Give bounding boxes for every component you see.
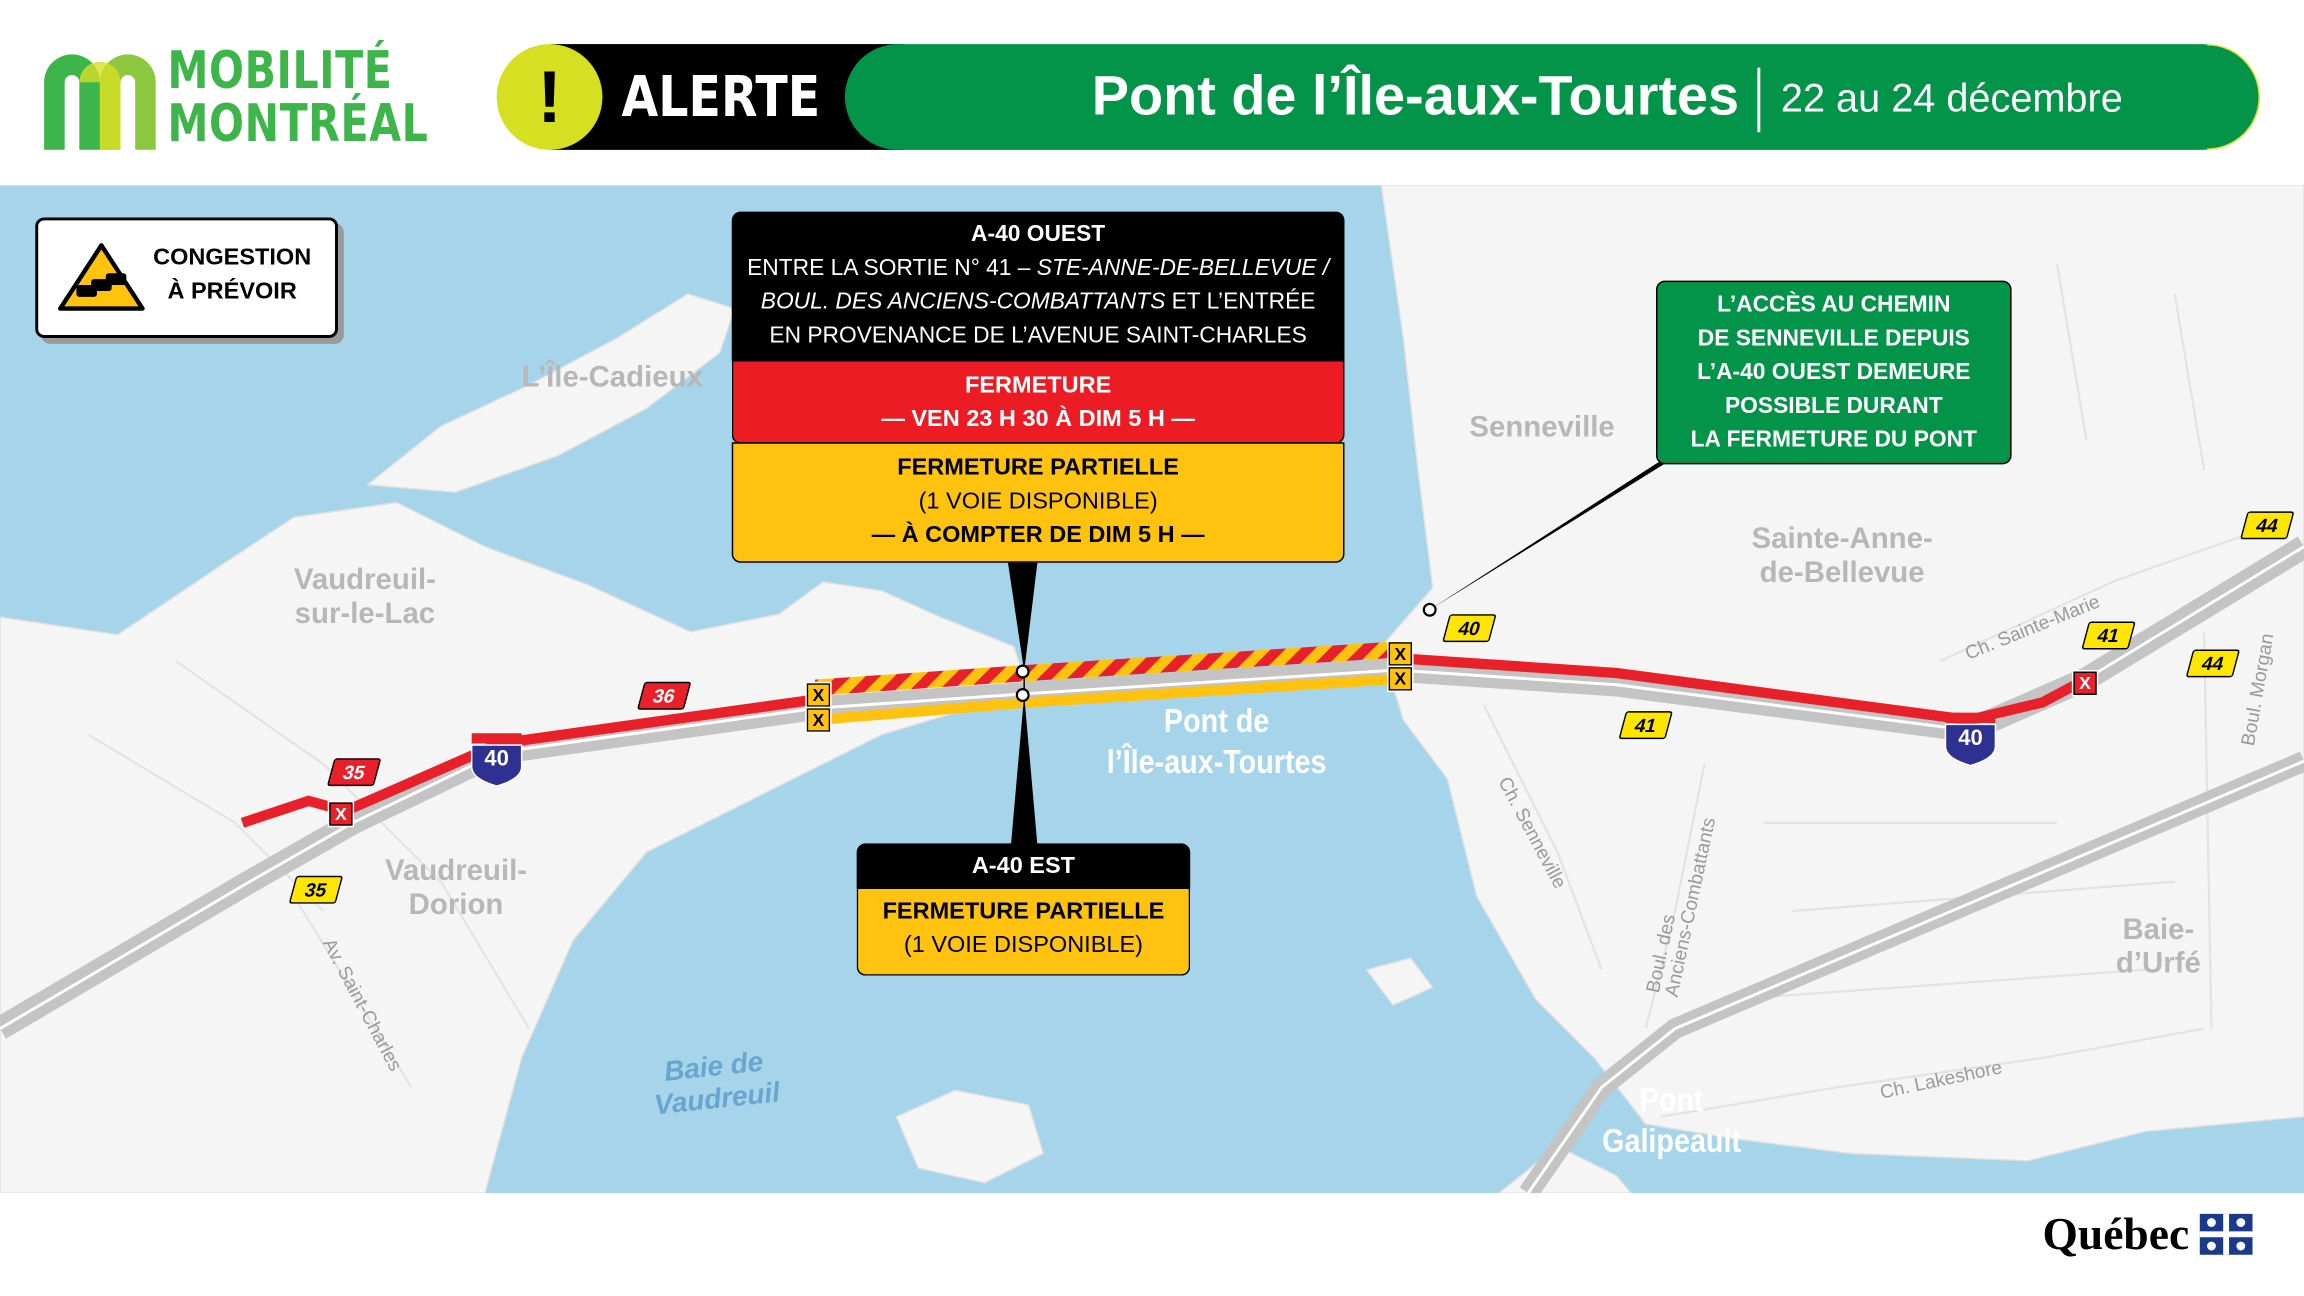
senneville-access-note: L’ACCÈS AU CHEMIN DE SENNEVILLE DEPUIS L… — [1656, 280, 2012, 465]
alert-label: ALERTE — [621, 64, 821, 130]
autoroute-40-shield: 40 — [470, 732, 523, 788]
west-closure-section: FERMETURE — VEN 23 H 30 À DIM 5 H — — [731, 361, 1345, 444]
west-partial-title: FERMETURE PARTIELLE — [897, 455, 1179, 481]
exit-36-shield: 36 — [636, 681, 692, 710]
autoroute-40-shield: 40 — [1944, 711, 1997, 767]
partial-closure-x-icon: X — [1387, 640, 1414, 668]
west-partial-detail: (1 VOIE DISPONIBLE) — [918, 489, 1158, 515]
town-vaudreuil-dorion: Vaudreuil-Dorion — [384, 855, 528, 922]
exit-40-shield: 40 — [1442, 614, 1497, 643]
east-title: A-40 EST — [856, 843, 1191, 889]
autoroute-shield-icon — [1944, 712, 1997, 767]
partial-closure-x-icon: X — [805, 681, 832, 709]
land — [0, 185, 2304, 1194]
west-location-section: A-40 OUEST ENTRE LA SORTIE N° 41 – STE-A… — [731, 211, 1345, 362]
exit-35-shield: 35 — [288, 875, 344, 904]
partial-closure-x-icon: X — [805, 706, 832, 734]
exit-44-shield: 44 — [2185, 649, 2241, 678]
east-partial-section: FERMETURE PARTIELLE (1 VOIE DISPONIBLE) — [856, 888, 1191, 976]
exit-44-shield: 44 — [2240, 511, 2295, 540]
mobilite-montreal-logo: MOBILITÉ MONTRÉAL — [44, 42, 441, 155]
page-title: Pont de l’Île-aux-Tourtes — [1091, 66, 1740, 128]
town-vaudreuil-sur-le-lac: Vaudreuil-sur-le-Lac — [293, 564, 436, 631]
closure-x-icon: X — [2071, 670, 2099, 697]
town-baie-durfe: Baie-d’Urfé — [2115, 913, 2201, 981]
east-partial-detail: (1 VOIE DISPONIBLE) — [903, 933, 1143, 959]
west-closure-time: — VEN 23 H 30 À DIM 5 H — — [881, 407, 1195, 433]
west-location-line3: EN PROVENANCE DE L’AVENUE SAINT-CHARLES — [769, 323, 1307, 349]
exit-41-shield: 41 — [2081, 621, 2136, 650]
west-closure-title: FERMETURE — [964, 373, 1112, 399]
a40-west-callout: A-40 OUEST ENTRE LA SORTIE N° 41 – STE-A… — [731, 211, 1345, 563]
west-location-line2: BOUL. DES ANCIENS-COMBATTANTS ET L’ENTRÉ… — [760, 289, 1316, 315]
west-location-line1: ENTRE LA SORTIE N° 41 – STE-ANNE-DE-BELL… — [747, 255, 1330, 281]
exit-35-shield: 35 — [326, 758, 382, 787]
logo-line2: MONTRÉAL — [167, 95, 429, 155]
logo-line1: MOBILITÉ — [167, 42, 393, 102]
east-partial-title: FERMETURE PARTIELLE — [882, 899, 1165, 925]
date-range: 22 au 24 décembre — [1780, 76, 2123, 121]
bridge-eastbound-partial — [815, 673, 1400, 726]
autoroute-shield-icon — [470, 733, 523, 787]
a40-east-callout: A-40 EST FERMETURE PARTIELLE (1 VOIE DIS… — [856, 843, 1191, 976]
alert-banner — [551, 44, 904, 150]
title-divider — [1757, 67, 1761, 133]
west-partial-time: — À COMPTER DE DIM 5 H — — [871, 523, 1205, 549]
congestion-cars-icon — [58, 243, 145, 311]
title-banner — [844, 44, 2256, 150]
fleur-de-lis-flag-icon — [2200, 1213, 2254, 1255]
town-sainte-anne-de-bellevue: Sainte-Anne-de-Bellevue — [1751, 523, 1933, 590]
exit-41-shield: 41 — [1618, 711, 1673, 740]
west-partial-section: FERMETURE PARTIELLE (1 VOIE DISPONIBLE) … — [731, 442, 1345, 563]
quebec-logo: Québec — [2042, 1208, 2254, 1267]
highway-a20 — [1519, 751, 2304, 1194]
exclamation-icon: ! — [496, 44, 603, 150]
partial-closure-x-icon: X — [1387, 665, 1414, 693]
town-ile-cadieux: L’Île-Cadieux — [521, 361, 703, 394]
town-senneville: Senneville — [1469, 411, 1615, 444]
west-title: A-40 OUEST — [971, 221, 1106, 247]
logo-m-icon — [44, 54, 156, 150]
closure-x-icon: X — [327, 800, 355, 828]
